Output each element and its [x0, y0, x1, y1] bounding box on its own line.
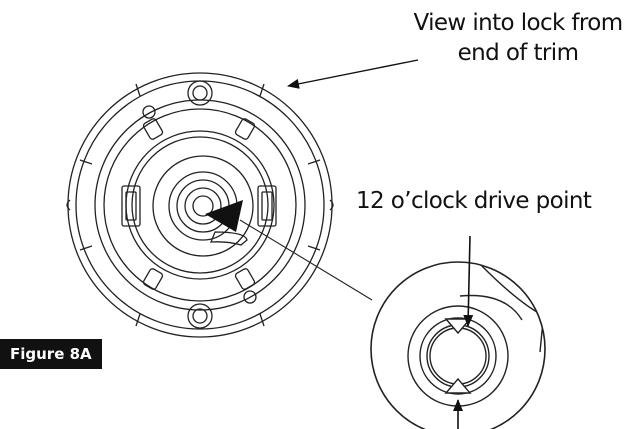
zoom-leader-line — [239, 219, 373, 301]
drive-point-marker — [205, 200, 243, 232]
view-callout-line1: View into lock from — [413, 10, 623, 36]
drive-point-arrow — [463, 235, 474, 327]
zoom-detail — [370, 261, 546, 429]
figure-label: Figure 8A — [0, 339, 102, 369]
view-callout: View into lock from end of trim — [400, 8, 636, 68]
view-arrow — [287, 59, 419, 89]
lock-housing — [66, 72, 334, 338]
drive-point-callout: 12 o’clock drive point — [356, 188, 592, 214]
view-callout-line2: end of trim — [457, 40, 579, 66]
